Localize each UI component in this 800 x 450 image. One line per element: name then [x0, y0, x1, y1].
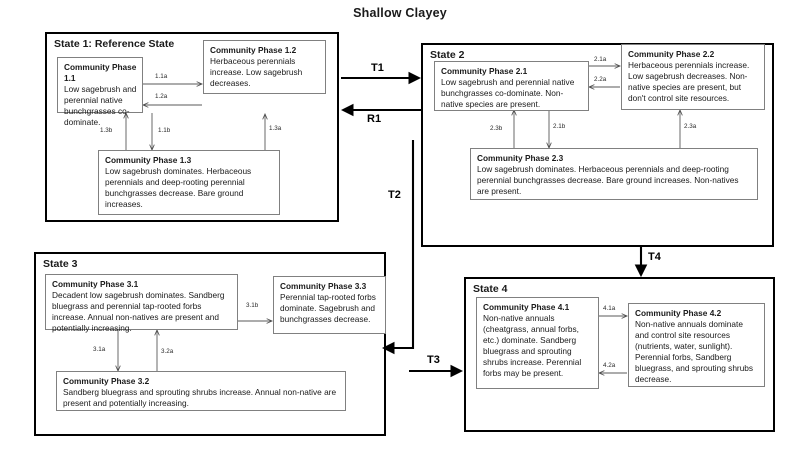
phase-3-2-body: Sandberg bluegrass and sprouting shrubs … — [63, 386, 337, 408]
state-1-container[interactable] — [45, 32, 339, 222]
phase-1-3-body: Low sagebrush dominates. Herbaceous pere… — [105, 165, 252, 209]
phase-1-3-title: Community Phase 1.3 — [105, 155, 192, 165]
phase-3-1-title: Community Phase 3.1 — [52, 279, 139, 289]
phase-2-1-title: Community Phase 2.1 — [441, 66, 528, 76]
state-3-label: State 3 — [43, 258, 78, 270]
phase-3-1-body: Decadent low sagebrush dominates. Sandbe… — [52, 289, 225, 333]
pathway-1-3b-label: 1.3b — [100, 127, 113, 134]
transition-t4-label: T4 — [648, 251, 661, 263]
pathway-3-1b-label: 3.1b — [246, 302, 259, 309]
transition-arrow-t2 — [381, 140, 415, 355]
phase-2-3-box[interactable]: Community Phase 2.3 Low sagebrush domina… — [470, 148, 758, 200]
phase-3-1-box[interactable]: Community Phase 3.1 Decadent low sagebru… — [45, 274, 238, 333]
phase-4-1-body: Non-native annuals (cheatgrass, annual f… — [483, 312, 582, 378]
phase-2-1-body: Low sagebrush and perennial native bunch… — [441, 76, 575, 109]
phase-4-1-title: Community Phase 4.1 — [483, 302, 570, 312]
phase-1-1-body: Low sagebrush and perennial native bunch… — [64, 83, 137, 127]
phase-2-3-title: Community Phase 2.3 — [477, 153, 564, 163]
phase-4-2-body: Non-native annuals dominate and control … — [635, 318, 754, 384]
phase-2-2-body: Herbaceous perennials increase. Low sage… — [628, 59, 750, 103]
pathway-4-1a-label: 4.1a — [603, 305, 616, 312]
pathway-4-2a-label: 4.2a — [603, 362, 616, 369]
phase-1-2-box[interactable]: Community Phase 1.2 Herbaceous perennial… — [203, 40, 326, 94]
phase-4-2-title: Community Phase 4.2 — [635, 308, 722, 318]
phase-3-2-box[interactable]: Community Phase 3.2 Sandberg bluegrass a… — [56, 371, 346, 411]
pathway-3-2a-label: 3.2a — [161, 348, 174, 355]
phase-1-1-title: Community Phase 1.1 — [64, 62, 137, 83]
phase-4-2-box[interactable]: Community Phase 4.2 Non-native annuals d… — [628, 303, 765, 387]
state-2-container[interactable] — [421, 43, 774, 247]
phase-3-2-title: Community Phase 3.2 — [63, 376, 150, 386]
phase-2-2-box[interactable]: Community Phase 2.2 Herbaceous perennial… — [621, 44, 765, 110]
phase-3-3-title: Community Phase 3.3 — [280, 281, 367, 291]
pathway-2-3b-label: 2.3b — [490, 125, 503, 132]
state-2-label: State 2 — [430, 49, 465, 61]
transition-t2-label: T2 — [388, 189, 401, 201]
transition-r1-label: R1 — [367, 113, 382, 125]
phase-3-3-box[interactable]: Community Phase 3.3 Perennial tap-rooted… — [273, 276, 386, 334]
pathway-2-1b-label: 2.1b — [553, 123, 566, 130]
pathway-1-1a-label: 1.1a — [155, 73, 168, 80]
phase-2-2-title: Community Phase 2.2 — [628, 49, 715, 59]
phase-1-2-body: Herbaceous perennials increase. Low sage… — [210, 55, 303, 88]
phase-4-1-box[interactable]: Community Phase 4.1 Non-native annuals (… — [476, 297, 599, 389]
state-1-label: State 1: Reference State — [54, 38, 175, 50]
phase-1-1-box[interactable]: Community Phase 1.1 Low sagebrush and pe… — [57, 57, 143, 127]
transition-t1-label: T1 — [371, 62, 384, 74]
state-4-container[interactable] — [464, 277, 775, 432]
pathway-2-2a-label: 2.2a — [594, 76, 607, 83]
phase-1-2-title: Community Phase 1.2 — [210, 45, 297, 55]
phase-3-3-body: Perennial tap-rooted forbs dominate. Sag… — [280, 291, 376, 324]
phase-2-3-body: Low sagebrush dominates. Herbaceous pere… — [477, 163, 739, 196]
state-4-label: State 4 — [473, 283, 508, 295]
state-3-container[interactable] — [34, 252, 386, 436]
pathway-2-3a-label: 2.3a — [684, 123, 697, 130]
pathway-3-1a-label: 3.1a — [93, 346, 106, 353]
pathway-1-3a-label: 1.3a — [269, 125, 282, 132]
phase-2-1-box[interactable]: Community Phase 2.1 Low sagebrush and pe… — [434, 61, 589, 111]
pathway-1-1b-label: 1.1b — [158, 127, 171, 134]
pathway-1-2a-label: 1.2a — [155, 93, 168, 100]
phase-1-3-box[interactable]: Community Phase 1.3 Low sagebrush domina… — [98, 150, 280, 215]
pathway-2-1a-label: 2.1a — [594, 56, 607, 63]
page-title: Shallow Clayey — [353, 6, 447, 20]
transition-t3-label: T3 — [427, 354, 440, 366]
